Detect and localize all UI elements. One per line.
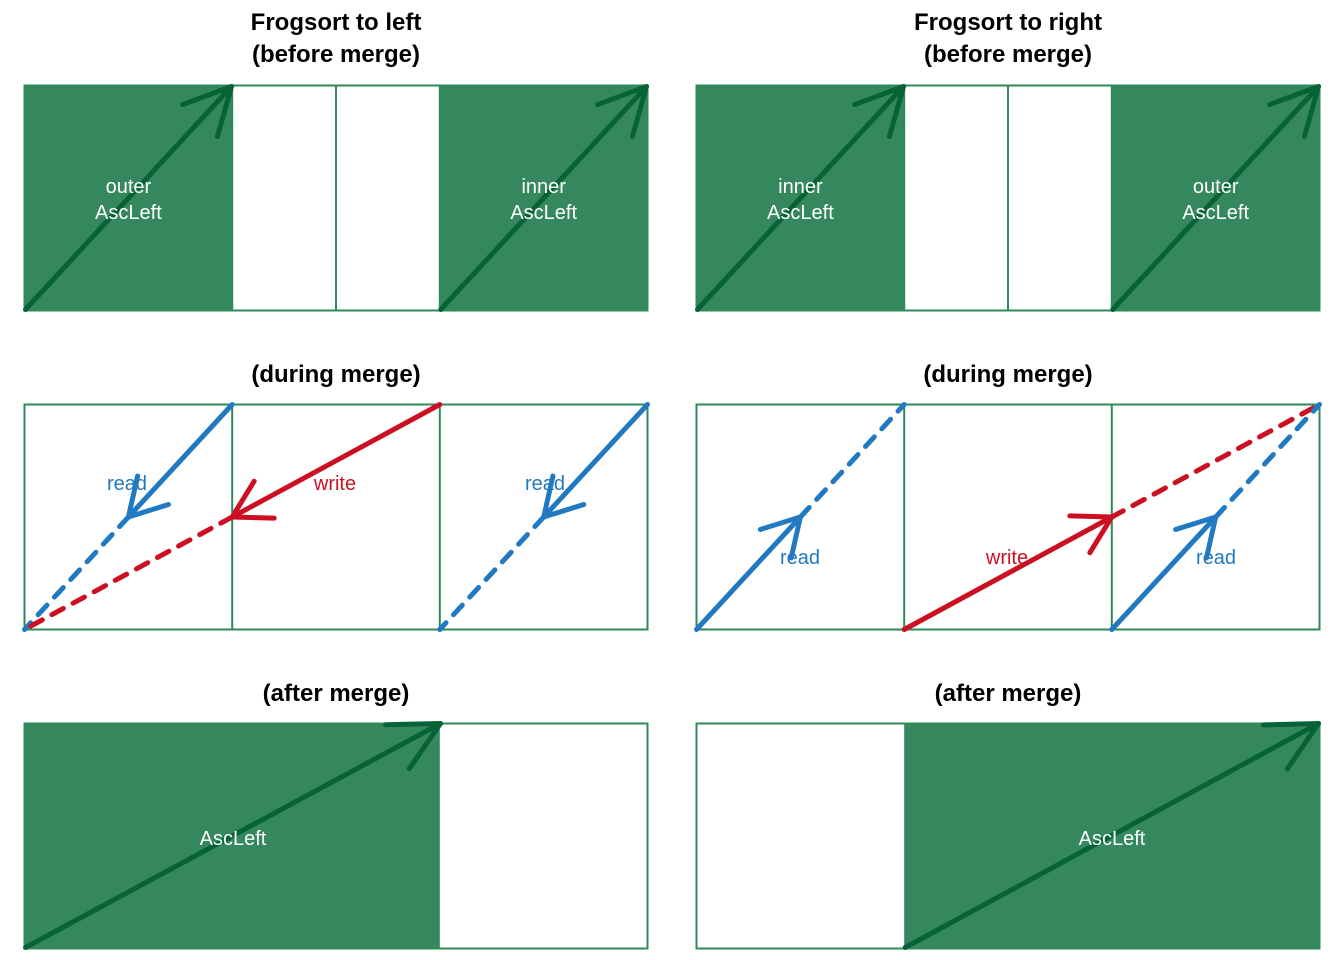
- during-left-write-solid-arrowhead: [229, 478, 257, 520]
- title-line: (before merge): [251, 41, 421, 68]
- title-line: (during merge): [251, 361, 421, 388]
- before-right-outer-label-2: AscLeft: [1182, 202, 1249, 224]
- before-left-outer-label-2: AscLeft: [95, 202, 162, 224]
- before-right-outer-label-1: outer: [1193, 176, 1239, 198]
- during-left-read-dashed-2: [437, 514, 547, 632]
- before-left-ascleft-arrow-outer-arrowhead: [180, 84, 234, 108]
- during-left-read-solid-1-arrowhead: [125, 473, 141, 520]
- before-right-ascleft-arrow-inner-arrowhead: [886, 84, 906, 140]
- title-line: Frogsort to left: [250, 9, 422, 36]
- during-right-read-dashed-2: [1213, 402, 1322, 520]
- before-left-inner-label-1: inner: [521, 176, 566, 198]
- during-right-write-label: write: [985, 547, 1028, 569]
- during-right-read-solid-1: [694, 514, 803, 632]
- panel-title-before-right: Frogsort to right (before merge): [672, 7, 1344, 71]
- during-left-read-label-2: read: [525, 473, 565, 495]
- title-line: (during merge): [923, 361, 1093, 388]
- during-right-write-solid-arrowhead: [1087, 514, 1115, 556]
- panel-title-during-right: (during merge): [672, 359, 1344, 391]
- title-line: (before merge): [923, 41, 1093, 68]
- during-right-write-solid: [901, 514, 1115, 632]
- during-right-frame: [695, 403, 1321, 631]
- during-left-read-solid-1: [125, 402, 235, 520]
- before-right-ascleft-arrow-outer-arrowhead: [1301, 84, 1321, 140]
- during-left-write-solid: [229, 402, 443, 520]
- during-left-read-dashed-1: [22, 514, 131, 632]
- before-right-ascleft-arrow-inner: [695, 84, 906, 312]
- during-right-read-solid-2-arrowhead: [1173, 514, 1219, 532]
- during-right-read-solid-1-arrowhead: [788, 514, 803, 561]
- before-left-inner-label-2: AscLeft: [510, 202, 577, 224]
- title-line: Frogsort to right: [914, 9, 1102, 36]
- during-right-write-solid-arrowhead: [1067, 513, 1115, 520]
- during-left-frame: [23, 403, 649, 631]
- during-right-read-solid-2-arrowhead: [1203, 514, 1219, 561]
- before-right-ascleft-arrow-outer: [1110, 84, 1321, 312]
- before-right-inner-label-2: AscLeft: [767, 202, 834, 224]
- before-right-ascleft-arrow-inner-arrowhead: [852, 84, 906, 108]
- after-right-ascleft-arrow-arrowhead: [1284, 721, 1321, 772]
- before-left-ascleft-arrow-outer: [23, 84, 234, 312]
- before-left-ascleft-arrow-outer-arrowhead: [214, 84, 234, 140]
- before-left-ascleft-arrow-inner: [438, 84, 649, 312]
- during-left-read-solid-2: [541, 402, 650, 520]
- title-line: (after merge): [934, 680, 1082, 707]
- after-left-ascleft-arrow-arrowhead: [383, 721, 443, 728]
- during-right-read-dashed-1: [797, 402, 907, 520]
- during-left-write-label: write: [313, 473, 356, 495]
- before-left-outer-label-1: outer: [106, 176, 152, 198]
- panel-title-after-left: (after merge): [0, 678, 672, 710]
- during-right-write-dashed: [1109, 402, 1322, 520]
- after-left-ascleft-label: AscLeft: [200, 828, 267, 850]
- after-right-frame: [695, 722, 1321, 950]
- before-right-inner-label-1: inner: [778, 176, 823, 198]
- panel-title-after-right: (after merge): [672, 678, 1344, 710]
- during-left-read-solid-1-arrowhead: [125, 502, 171, 520]
- after-right-ascleft-label: AscLeft: [1079, 828, 1146, 850]
- after-left-frame: [23, 722, 649, 950]
- during-left-read-solid-2-arrowhead: [541, 473, 556, 520]
- during-left-write-dashed: [22, 514, 235, 632]
- during-left-read-solid-2-arrowhead: [541, 502, 587, 520]
- before-left-ascleft-arrow-inner-arrowhead: [629, 84, 649, 140]
- during-right-read-solid-1-arrowhead: [757, 514, 803, 532]
- after-right-ascleft-arrow: [902, 721, 1321, 950]
- after-left-ascleft-arrow: [23, 721, 443, 950]
- panel-title-during-left: (during merge): [0, 359, 672, 391]
- after-right-ascleft-arrow-arrowhead: [1261, 721, 1321, 728]
- after-left-ascleft-arrow-arrowhead: [406, 721, 443, 772]
- panel-title-before-left: Frogsort to left (before merge): [0, 7, 672, 71]
- during-left-write-solid-arrowhead: [229, 514, 277, 521]
- during-right-read-solid-2: [1109, 514, 1219, 632]
- during-right-read-label-2: read: [1196, 547, 1236, 569]
- during-right-read-label-1: read: [780, 547, 820, 569]
- during-left-read-label-1: read: [107, 473, 147, 495]
- before-left-ascleft-arrow-inner-arrowhead: [595, 84, 649, 108]
- title-line: (after merge): [262, 680, 410, 707]
- before-right-ascleft-arrow-outer-arrowhead: [1267, 84, 1321, 108]
